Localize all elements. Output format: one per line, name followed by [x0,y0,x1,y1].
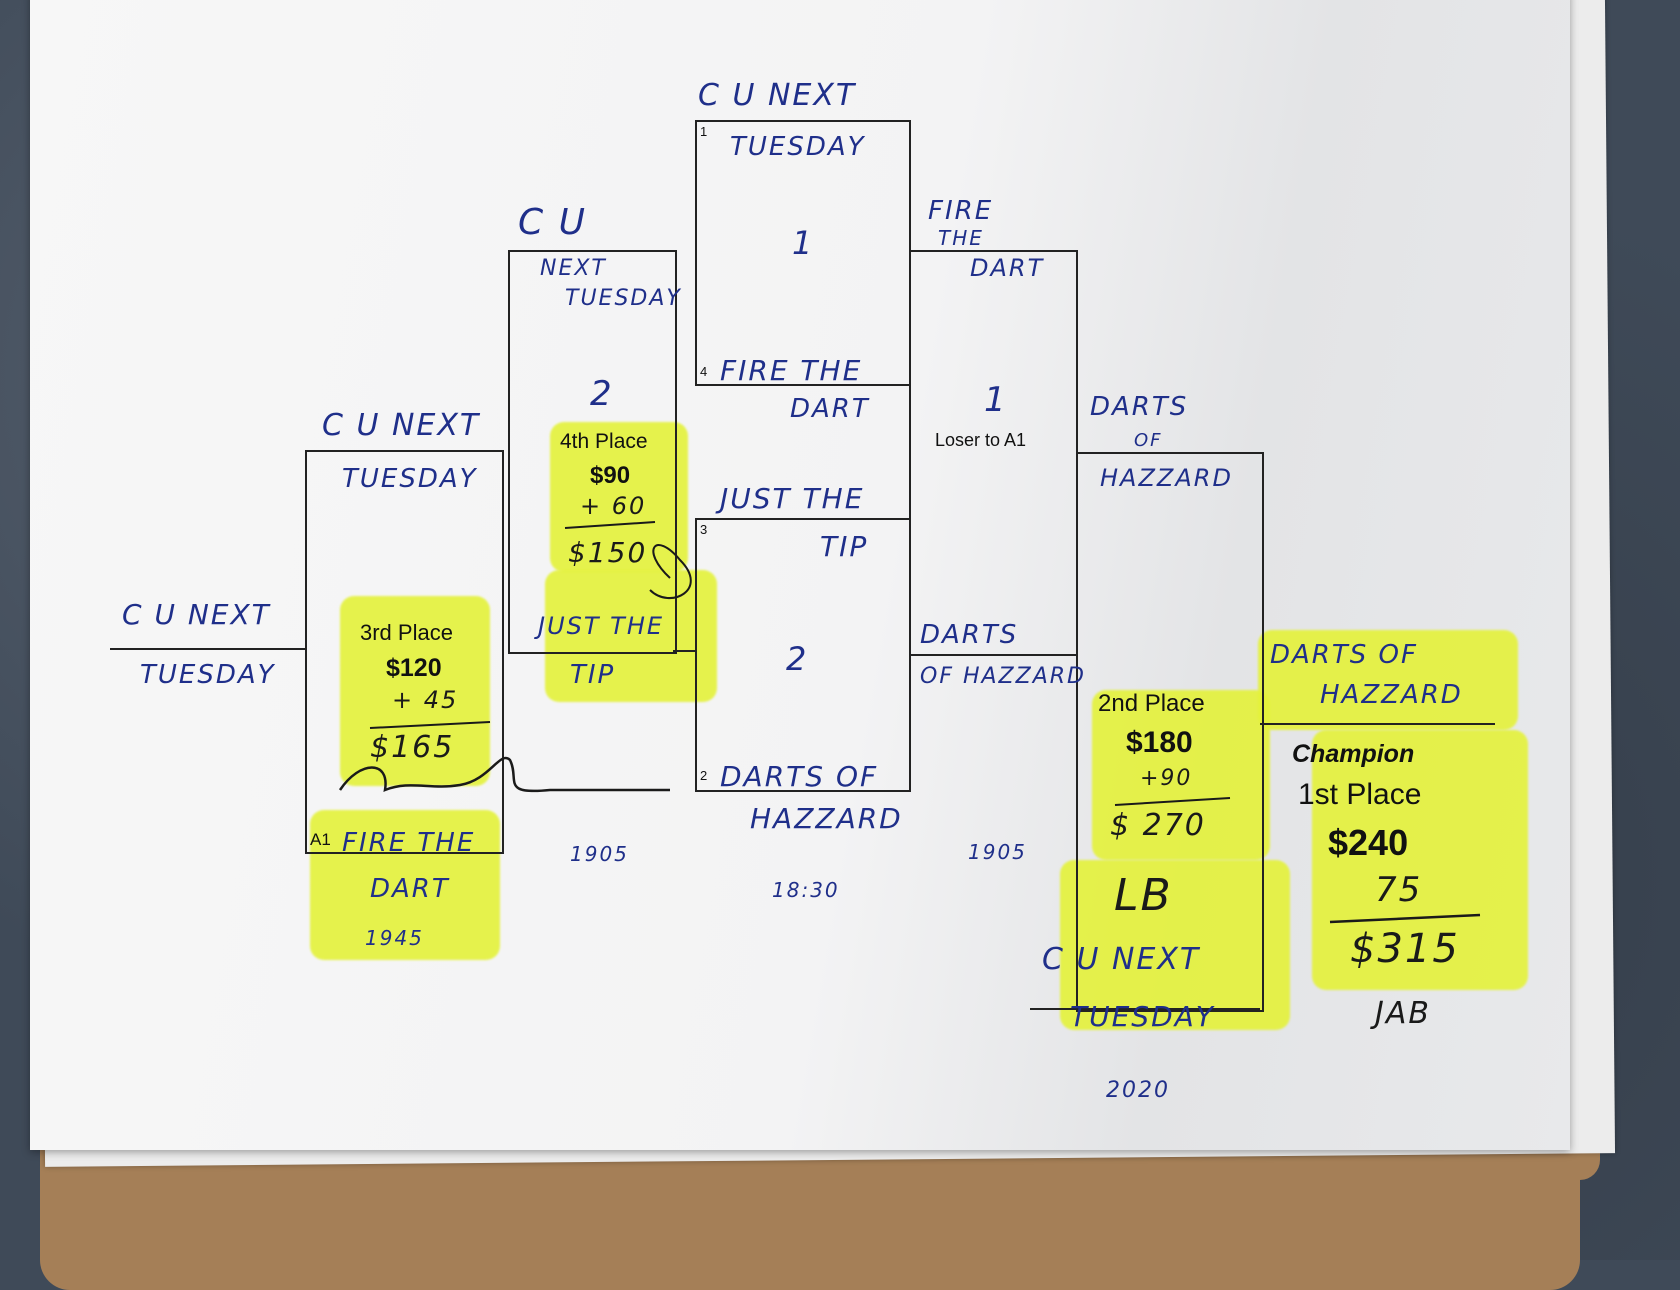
w-winner: 1 [984,380,1008,420]
m2-top-l2: TIP [820,530,869,563]
champion-name-l1: DARTS OF [1270,640,1418,670]
semi-l3: HAZZARD [1100,464,1233,492]
highlight-champion [1312,730,1528,990]
seed-1: 1 [700,124,708,139]
m1-winner: 1 [792,224,815,262]
signature-scribble [338,756,670,793]
highlight-lb [1060,860,1290,1030]
second-place-label: 2nd Place [1098,690,1205,717]
bracket-r3 [508,250,677,654]
m1-bottom-l1: FIRE THE [720,354,863,387]
w-top-l2: THE [938,226,984,250]
r2-name-top2: TUESDAY [342,464,478,494]
pen-marks [338,521,1481,924]
line-r1 [110,648,305,650]
seed-4: 4 [700,364,708,379]
semi-l2: OF [1134,430,1163,451]
fourth-place-label: 4th Place [560,430,648,453]
champion-amount: $240 [1328,822,1409,863]
third-place-total: $165 [370,730,455,765]
champion-name-l2: HAZZARD [1320,680,1463,710]
w-bottom-l1: DARTS [920,620,1019,650]
r3-seed: 2 [590,374,614,414]
m1-bottom-l2: DART [790,394,870,424]
semi-l1: DARTS [1090,392,1189,422]
w-top-l1: FIRE [928,196,994,226]
a1-name-l1: FIRE THE [342,828,476,858]
second-place-plus: +90 [1140,766,1193,791]
seed-3: 3 [700,522,708,537]
champion-total: $315 [1350,926,1460,972]
w-time: 1905 [968,840,1027,864]
m2-bottom-l2: HAZZARD [750,802,903,835]
final-bottom-l2: TUESDAY [1070,1000,1215,1033]
m1-top-l1: C U NEXT [698,78,857,113]
line-a1 [305,852,460,854]
second-place-amount: $180 [1126,726,1193,759]
m2-top-l1: JUST THE [720,482,865,515]
second-place-initials: LB [1114,870,1173,921]
champion-plus: 75 [1375,870,1423,910]
r2-time: 1905 [570,842,629,866]
loser-to-a1: Loser to A1 [935,430,1027,450]
bracket-final [1076,452,1264,1012]
initials-scribble [649,544,692,600]
bracket-sheet: 1 4 3 2 A1 C U NEXT TUESDAY C U NEXT TUE… [30,0,1570,1150]
line-champion [1260,723,1495,725]
fourth-place-plus: + 60 [580,492,647,520]
champion-sum-line [1329,913,1481,924]
fourth-place-total: $150 [568,536,648,569]
highlight-third [340,596,490,786]
fourth-sum-line [564,521,656,529]
r1-name-top: C U NEXT [122,598,271,631]
r2-name-top: C U NEXT [322,408,481,443]
champion-place: 1st Place [1298,778,1422,811]
third-place-plus: + 45 [392,686,459,714]
m2-bottom-l1: DARTS OF [720,760,879,793]
third-place-label: 3rd Place [360,620,453,645]
third-place-amount: $120 [386,654,442,682]
a1-time: 1945 [365,926,424,950]
r3-bottom-l1: JUST THE [538,612,665,640]
w-bottom-l2: OF HAZZARD [920,664,1086,689]
line-m2-left [673,650,695,652]
fourth-place-amount: $90 [590,462,631,489]
m2-time: 18:30 [772,878,840,902]
highlight-champ-name [1258,630,1518,730]
r3-name-l1: C U [518,202,587,243]
highlight-second [1092,690,1270,860]
r3-bottom-l2: TIP [570,660,616,690]
second-place-total: $ 270 [1110,808,1206,843]
highlight-a1 [310,810,500,960]
third-sum-line [369,721,491,729]
champion-label: Champion [1292,740,1415,768]
w-top-l3: DART [970,254,1045,282]
seed-2: 2 [700,768,708,783]
m2-winner: 2 [786,640,809,678]
highlight-fourth-bottom [545,570,717,702]
r1-name-bottom: TUESDAY [140,660,276,690]
second-sum-line [1114,797,1231,806]
final-bottom-l1: C U NEXT [1042,942,1201,977]
line-final-bottom [1030,1008,1260,1010]
r3-name-l2: NEXT [540,256,607,281]
r3-name-l3: TUESDAY [565,286,682,311]
a1-name-l2: DART [370,874,450,904]
m1-top-l2: TUESDAY [730,132,866,162]
champion-initials: JAB [1375,996,1431,1031]
final-time: 2020 [1106,1078,1170,1103]
a1-label: A1 [310,830,331,849]
